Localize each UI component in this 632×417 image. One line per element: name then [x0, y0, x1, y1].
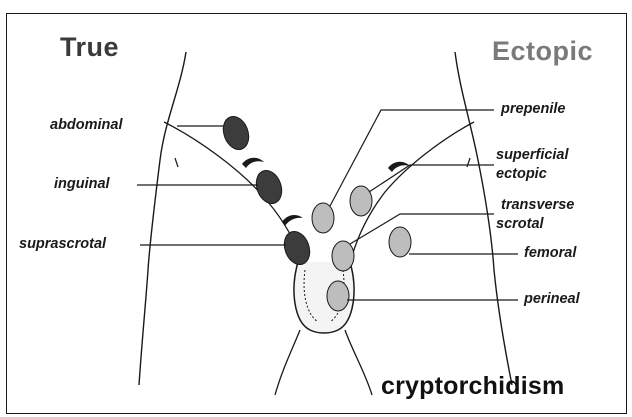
diagram-title: cryptorchidism	[381, 372, 564, 401]
label-transverse-line2: scrotal	[496, 216, 544, 233]
testis-prepenile	[312, 203, 334, 233]
ring-marker-1	[242, 158, 264, 168]
body-outline-left	[139, 52, 186, 385]
testis-inguinal	[252, 167, 286, 207]
inguinal-ligament-right	[352, 122, 474, 256]
leg-left	[275, 330, 300, 395]
testis-abdominal	[219, 113, 253, 153]
label-transverse-line1: transverse	[501, 197, 574, 214]
heading-true: True	[60, 32, 119, 63]
label-superficial-line2: ectopic	[496, 166, 547, 183]
ring-marker-2	[282, 215, 303, 226]
heading-ectopic: Ectopic	[492, 36, 593, 67]
label-femoral: femoral	[524, 245, 576, 262]
testis-superficial-ectopic	[350, 186, 372, 216]
label-perineal: perineal	[524, 291, 580, 308]
leg-right	[345, 330, 372, 395]
testis-perineal	[327, 281, 349, 311]
label-superficial-line1: superficial	[496, 147, 569, 164]
testis-transverse-scrotal	[332, 241, 354, 271]
testis-femoral	[389, 227, 411, 257]
leader-transverse-scrotal	[350, 214, 494, 244]
label-inguinal: inguinal	[54, 176, 110, 193]
label-suprascrotal: suprascrotal	[19, 236, 106, 253]
label-abdominal: abdominal	[50, 117, 123, 134]
label-prepenile: prepenile	[501, 101, 565, 118]
